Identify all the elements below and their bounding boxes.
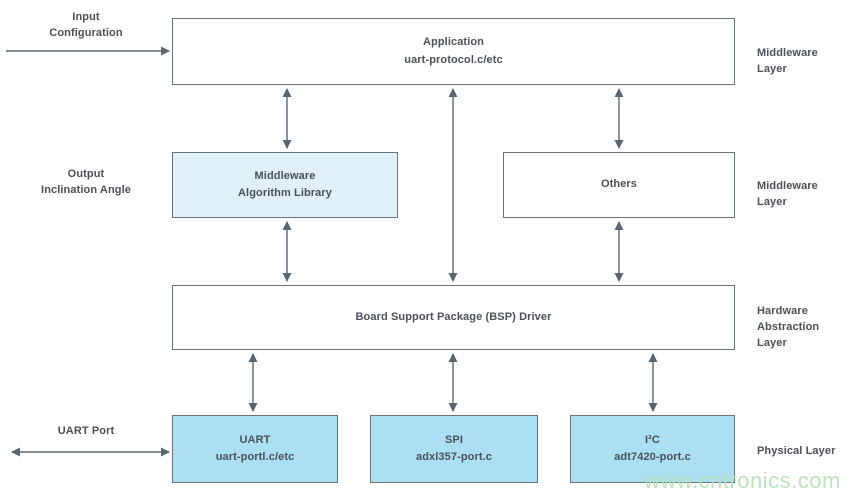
i2c-box: I²C adt7420-port.c <box>570 415 735 483</box>
uart-title: UART <box>239 433 271 446</box>
hardware-abstraction-layer-label: Hardware Abstraction Layer <box>757 305 820 349</box>
spi-title: SPI <box>444 433 464 446</box>
spi-subtitle: adxl357-port.c <box>416 451 492 463</box>
application-subtitle: uart-protocol.c/etc <box>404 53 503 66</box>
bsp-driver-box: Board Support Package (BSP) Driver <box>172 285 735 350</box>
middleware-algorithm-library-box: Middleware Algorithm Library <box>172 152 398 218</box>
uart-port-label: UART Port <box>57 425 115 437</box>
others-title: Others <box>600 178 638 191</box>
application-title: Application <box>423 36 484 49</box>
others-box: Others <box>503 152 735 218</box>
middleware-layer-label-middle: Middleware Layer <box>757 180 818 208</box>
middleware-library-subtitle: Algorithm Library <box>238 187 332 199</box>
middleware-library-title: Middleware <box>254 169 316 182</box>
input-configuration-label: Input Configuration <box>49 11 123 39</box>
uart-subtitle: uart-portl.c/etc <box>215 451 295 463</box>
bsp-driver-title: Board Support Package (BSP) Driver <box>355 310 552 323</box>
uart-box: UART uart-portl.c/etc <box>172 415 338 483</box>
i2c-subtitle: adt7420-port.c <box>614 451 691 463</box>
watermark: www.cntronics.com <box>644 468 841 493</box>
application-box: Application uart-protocol.c/etc <box>172 18 735 85</box>
spi-box: SPI adxl357-port.c <box>370 415 538 483</box>
middleware-layer-label-top: Middleware Layer <box>757 47 818 75</box>
i2c-title: I²C <box>645 433 660 446</box>
physical-layer-label: Physical Layer <box>757 445 836 457</box>
output-inclination-angle-label: Output Inclination Angle <box>41 168 131 196</box>
